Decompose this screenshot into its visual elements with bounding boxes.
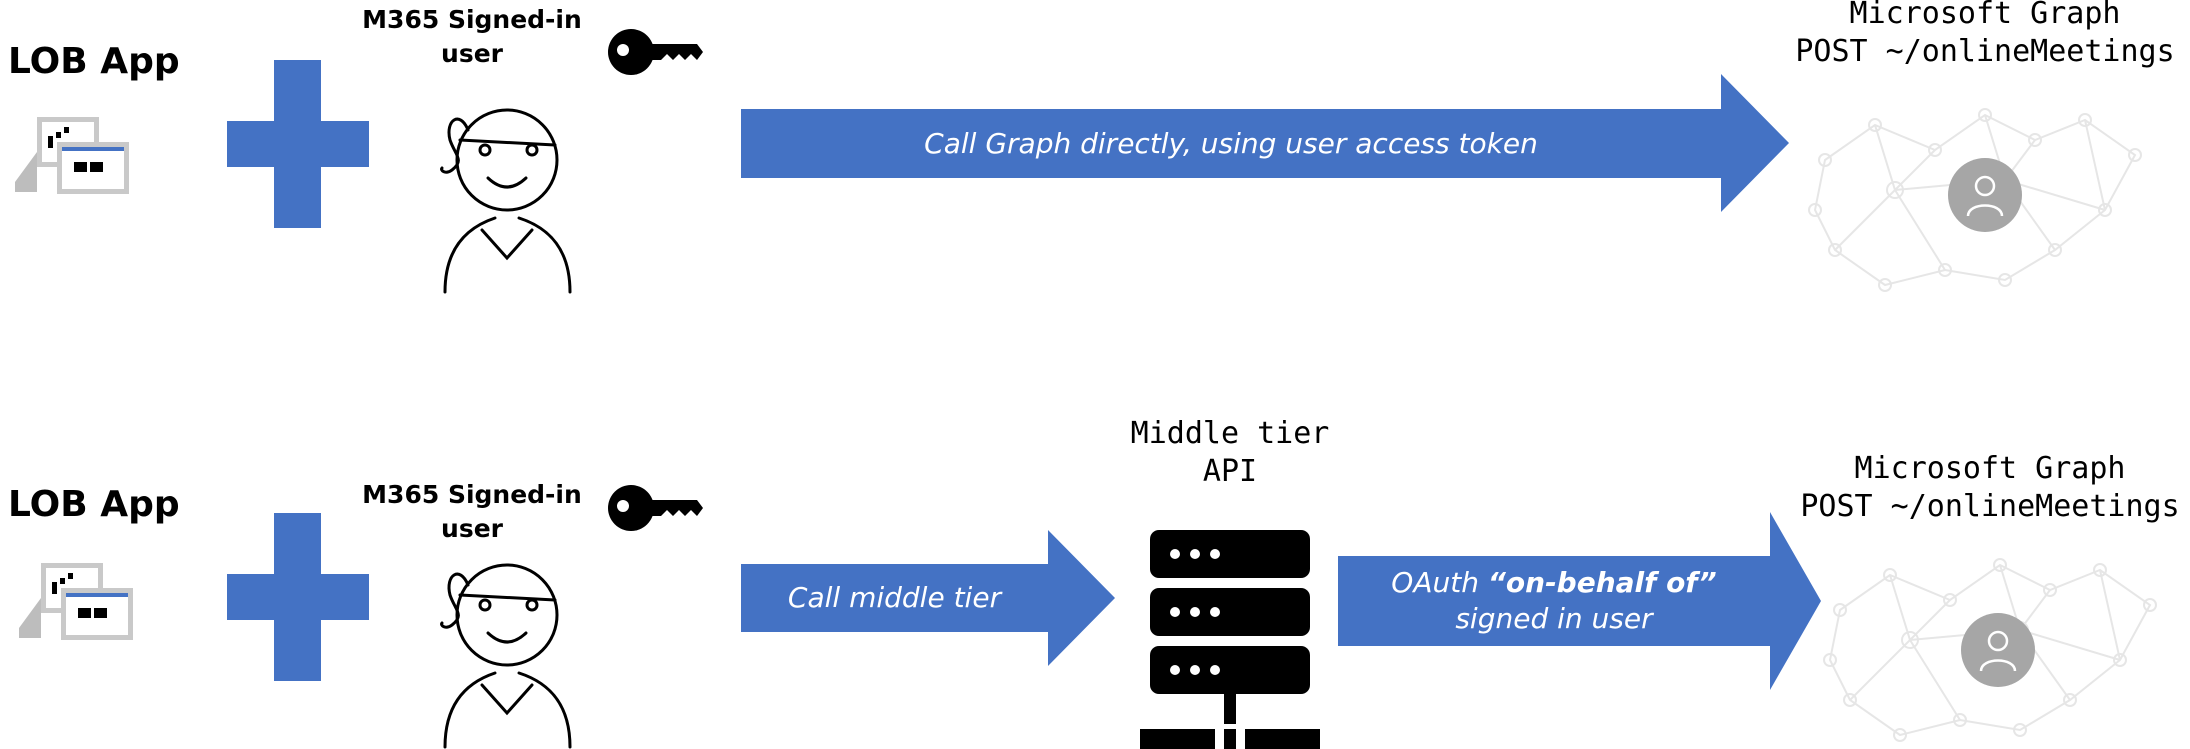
on-behalf-of-suffix: signed in user <box>1455 602 1653 635</box>
lob-app-title: LOB App <box>8 41 180 82</box>
app-window-icon <box>12 112 132 197</box>
person-icon <box>410 555 580 749</box>
plus-icon <box>227 513 369 681</box>
network-graph-icon <box>1805 100 2145 300</box>
on-behalf-of-label: OAuth “on-behalf of” signed in user <box>1338 556 1770 646</box>
on-behalf-of-bold: “on-behalf of” <box>1487 566 1717 599</box>
on-behalf-of-arrow <box>1338 512 1821 690</box>
signed-in-user-label: M365 Signed-in user <box>362 480 582 543</box>
server-icon <box>1140 530 1320 749</box>
network-graph-icon <box>1820 550 2160 749</box>
middle-tier-api-label: Middle tier API <box>1130 416 1330 489</box>
microsoft-graph-label: Microsoft Graph POST ~/onlineMeetings <box>1800 451 2180 524</box>
signed-in-user-label: M365 Signed-in user <box>362 5 582 68</box>
person-icon <box>410 100 580 295</box>
plus-icon <box>227 60 369 228</box>
call-middle-tier-arrow <box>741 530 1115 666</box>
call-graph-arrow <box>741 74 1789 212</box>
lob-app-title: LOB App <box>8 484 180 525</box>
call-middle-tier-label: Call middle tier <box>787 581 1002 614</box>
app-window-icon <box>16 558 136 643</box>
key-icon <box>607 480 703 536</box>
microsoft-graph-label: Microsoft Graph POST ~/onlineMeetings <box>1795 0 2175 69</box>
call-graph-arrow-label: Call Graph directly, using user access t… <box>924 126 1538 160</box>
on-behalf-of-prefix: OAuth <box>1391 566 1488 599</box>
key-icon <box>607 24 703 80</box>
